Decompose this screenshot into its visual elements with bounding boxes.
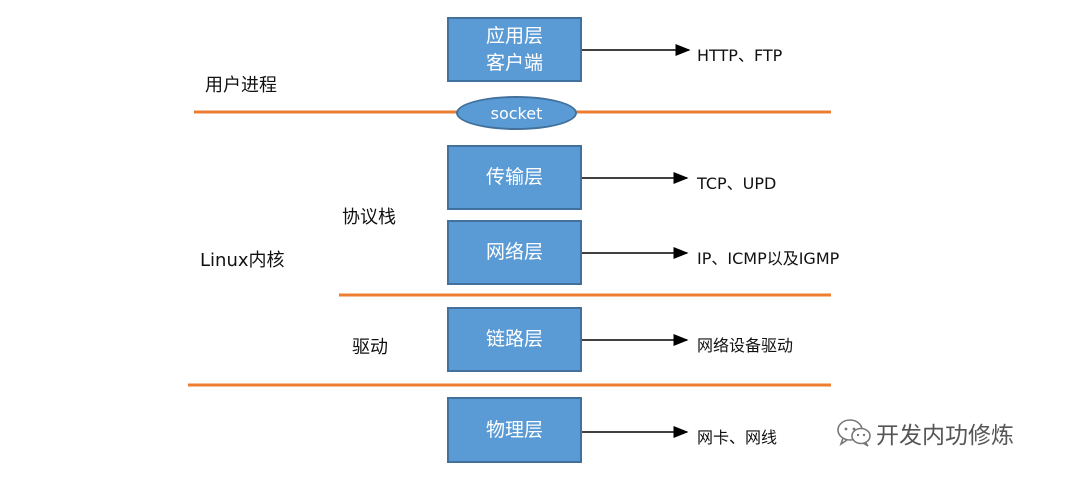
physical-layer-label: 物理层 xyxy=(485,418,543,441)
application-layer-box: 应用层 客户端 xyxy=(447,17,582,82)
application-protocols: HTTP、FTP xyxy=(697,46,783,65)
link-layer-box: 链路层 xyxy=(447,307,582,372)
watermark-text: 开发内功修炼 xyxy=(876,423,1014,449)
link-protocols: 网络设备驱动 xyxy=(697,336,794,355)
physical-layer-box: 物理层 xyxy=(447,397,582,463)
network-layer-label: 网络层 xyxy=(485,241,543,263)
watermark: 开发内功修炼 xyxy=(836,416,1014,450)
socket-label: socket xyxy=(490,103,543,123)
network-layer-box: 网络层 xyxy=(447,220,582,285)
transport-layer-box: 传输层 xyxy=(447,145,582,210)
physical-protocols: 网卡、网线 xyxy=(697,428,778,447)
socket-ellipse: socket xyxy=(456,96,577,130)
link-layer-label: 链路层 xyxy=(485,328,543,350)
wechat-icon xyxy=(837,419,871,447)
transport-protocols: TCP、UPD xyxy=(697,174,777,193)
client-label: 客户端 xyxy=(485,51,543,74)
transport-layer-label: 传输层 xyxy=(485,166,543,188)
driver-label: 驱动 xyxy=(352,337,388,358)
protocol-stack-label: 协议栈 xyxy=(342,207,396,228)
application-layer-label: 应用层 xyxy=(485,24,543,47)
linux-kernel-label: Linux内核 xyxy=(200,250,285,271)
user-process-label: 用户进程 xyxy=(205,75,277,96)
network-protocols: IP、ICMP以及IGMP xyxy=(697,249,840,268)
